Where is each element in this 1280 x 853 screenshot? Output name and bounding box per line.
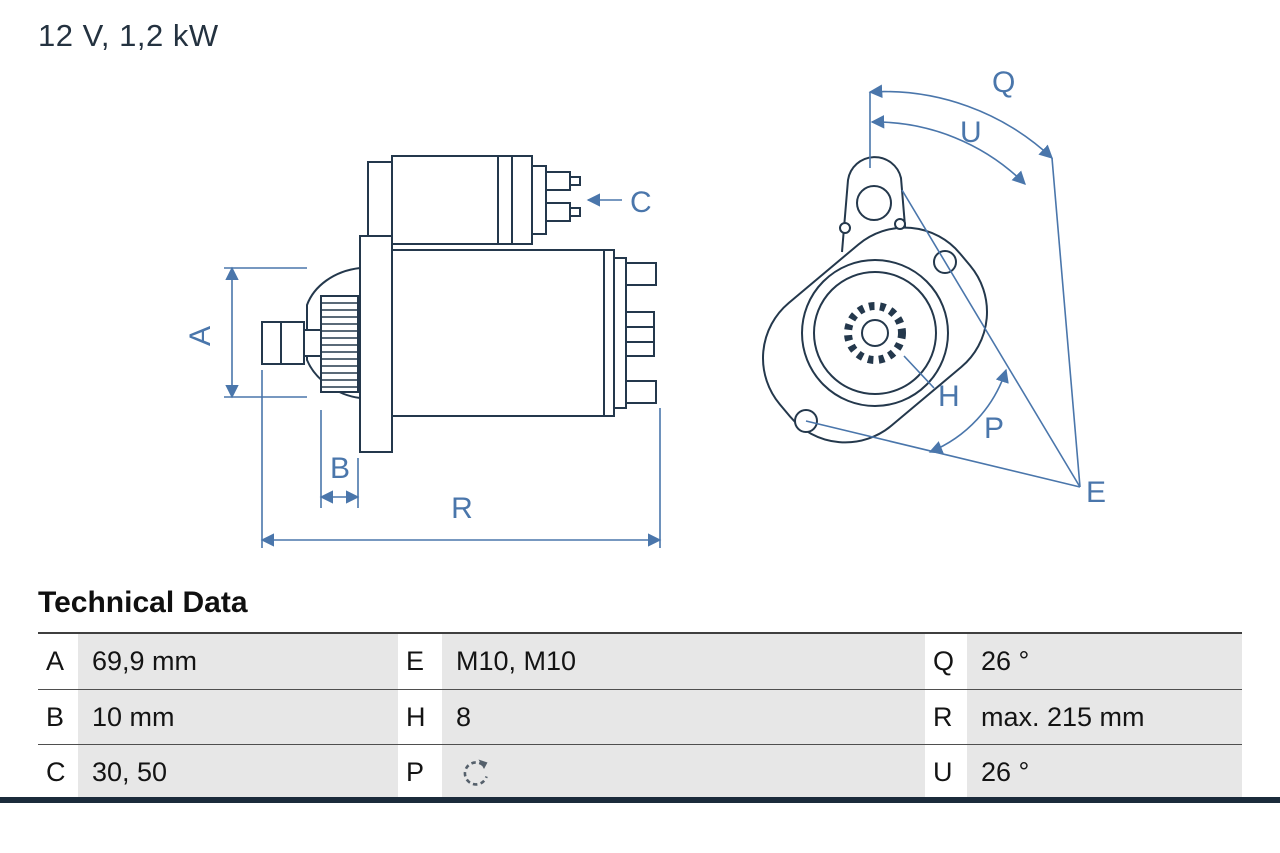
rotation-ccw-icon	[463, 759, 488, 786]
rotation-label-p: P	[984, 412, 1004, 445]
technical-data-table: A 69,9 mm E M10, M10 Q 26 ° B 10 mm H 8 …	[38, 632, 1242, 799]
bottom-rule	[0, 797, 1280, 803]
spec-key-cell: E	[398, 634, 442, 689]
spec-key-cell: A	[38, 634, 78, 689]
spec-value-cell: 10 mm	[78, 689, 398, 744]
angle-label-q: Q	[992, 66, 1015, 99]
spec-key-cell: P	[398, 744, 442, 799]
teeth-label-h: H	[938, 380, 960, 413]
starter-motor-technical-drawing: A B R C	[184, 66, 1106, 548]
dim-label-c: C	[630, 186, 652, 219]
front-view: Q U E H P	[762, 66, 1106, 509]
dim-label-r: R	[451, 492, 473, 525]
spec-value-cell: 30, 50	[78, 744, 398, 799]
product-spec-title: 12 V, 1,2 kW	[38, 18, 219, 53]
spec-value-cell: max. 215 mm	[967, 689, 1242, 744]
dim-label-a: A	[184, 326, 217, 346]
spec-value-cell: 26 °	[967, 634, 1242, 689]
spec-value-cell: M10, M10	[442, 634, 925, 689]
dim-label-b: B	[330, 452, 350, 485]
spec-key-cell: R	[925, 689, 967, 744]
technical-data-heading: Technical Data	[38, 586, 248, 619]
spec-key-cell: U	[925, 744, 967, 799]
spec-key-cell: H	[398, 689, 442, 744]
thread-label-e: E	[1086, 476, 1106, 509]
spec-value-cell: 69,9 mm	[78, 634, 398, 689]
spec-value-cell: 8	[442, 689, 925, 744]
spec-key-cell: B	[38, 689, 78, 744]
side-view: A B R C	[184, 155, 662, 548]
spec-value-cell: 26 °	[967, 744, 1242, 799]
spec-key-cell: C	[38, 744, 78, 799]
spec-value-cell	[442, 744, 925, 799]
spec-key-cell: Q	[925, 634, 967, 689]
angle-label-u: U	[960, 116, 982, 149]
